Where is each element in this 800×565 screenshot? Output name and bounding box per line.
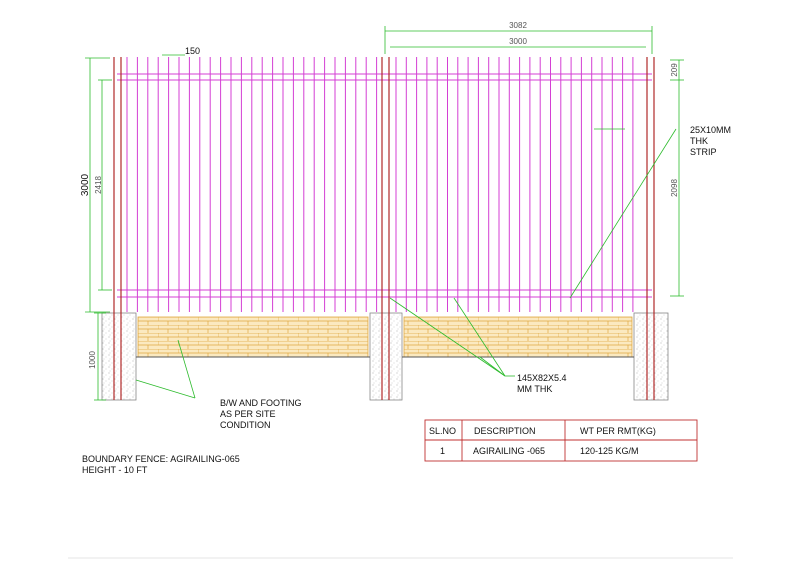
footing-right	[633, 312, 669, 401]
top-rail	[117, 73, 652, 81]
dim-panel-height-right: 2098	[670, 179, 679, 197]
dim-picket-spacing: 150	[185, 46, 200, 56]
dim-total-height: 3000	[80, 173, 91, 196]
table-cell-slno: 1	[440, 446, 445, 456]
dim-top-gap: 209	[670, 63, 679, 77]
table-header-description: DESCRIPTION	[474, 426, 536, 436]
footing-middle	[369, 312, 403, 401]
table-header-weight: WT PER RMT(KG)	[580, 426, 656, 436]
footing-left	[101, 312, 137, 401]
drawing-title: BOUNDARY FENCE: AGIRAILING-065	[82, 454, 240, 464]
brick-wall-right	[403, 316, 633, 358]
dim-overall-width: 3082	[509, 21, 527, 30]
table-cell-description: AGIRAILING -065	[473, 446, 545, 456]
table-cell-weight: 120-125 KG/M	[580, 446, 639, 456]
brick-wall-left	[137, 316, 369, 358]
leader-lines	[135, 128, 677, 399]
drawing-subtitle: HEIGHT - 10 FT	[82, 465, 148, 475]
post-middle	[381, 57, 390, 400]
callout-strip-line2: THK	[690, 136, 708, 146]
callout-footing-line2: AS PER SITE	[220, 409, 276, 419]
bottom-rail	[117, 289, 652, 298]
dim-wall-height: 1000	[88, 351, 97, 369]
callout-footing-line3: CONDITION	[220, 420, 271, 430]
table-header-slno: SL.NO	[429, 426, 456, 436]
post-right	[646, 57, 655, 400]
callout-footing-line1: B/W AND FOOTING	[220, 398, 302, 408]
fence-pickets	[126, 57, 634, 312]
callout-post-line2: MM THK	[517, 384, 552, 394]
callout-post-line1: 145X82X5.4	[517, 373, 567, 383]
dimension-lines	[85, 26, 684, 401]
dim-panel-height-left: 2418	[94, 176, 103, 194]
post-left	[113, 57, 122, 400]
dim-panel-width: 3000	[509, 37, 527, 46]
callout-strip-line1: 25X10MM	[690, 125, 731, 135]
weight-table: SL.NO DESCRIPTION WT PER RMT(KG) 1 AGIRA…	[424, 419, 698, 462]
callout-strip-line3: STRIP	[690, 147, 717, 157]
